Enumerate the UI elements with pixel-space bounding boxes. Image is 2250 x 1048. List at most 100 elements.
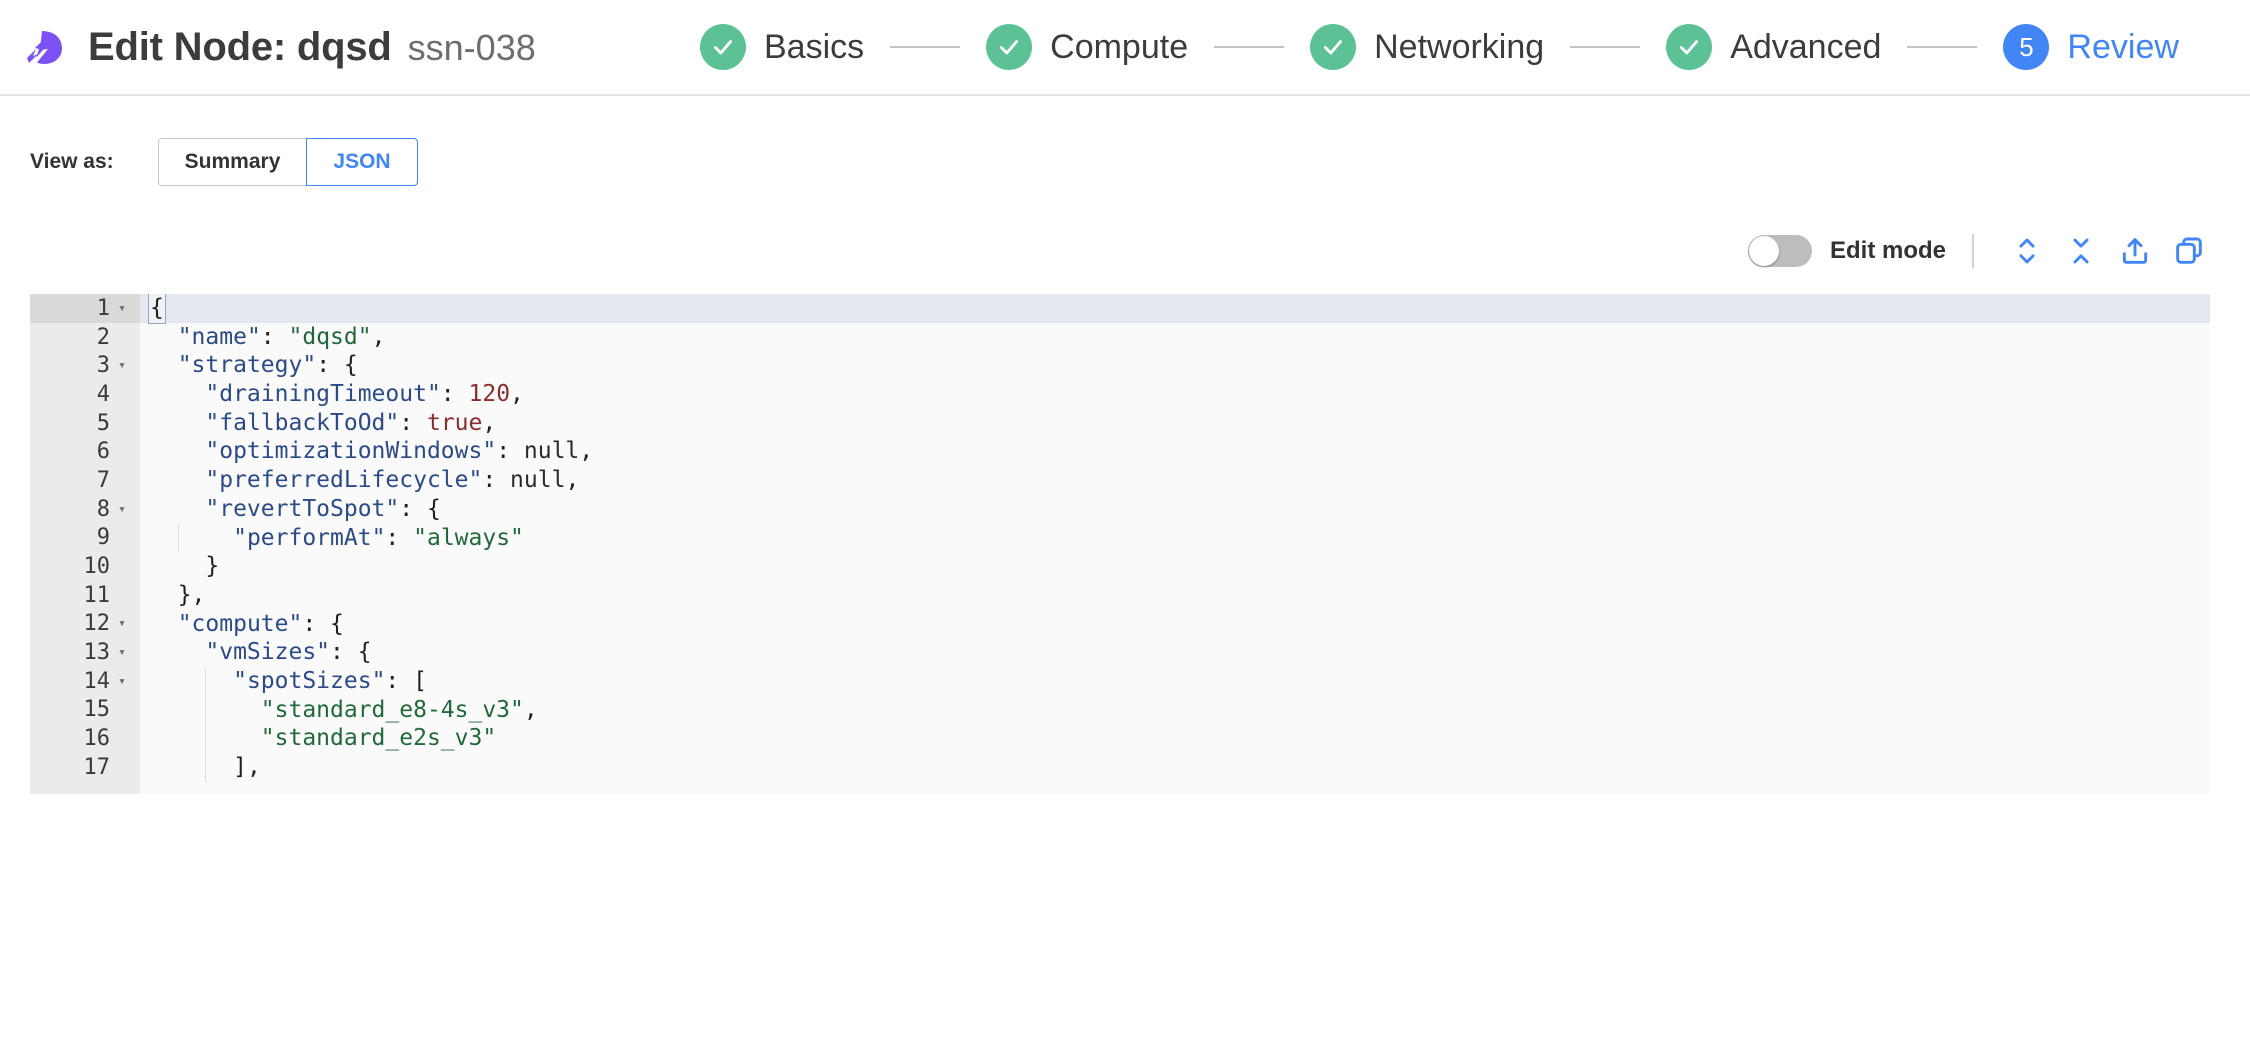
json-token-key: "strategy" (177, 352, 317, 379)
stepper-step-compute[interactable]: Compute (986, 24, 1188, 70)
json-code-editor[interactable]: 1▾2▾3▾4▾5▾6▾7▾8▾9▾10▾11▾12▾13▾14▾15▾16▾1… (30, 294, 2210, 794)
json-token-str: "standard_e2s_v3" (260, 725, 497, 752)
fold-toggle-icon[interactable]: ▾ (118, 645, 126, 661)
view-as-json-button[interactable]: JSON (306, 138, 418, 186)
json-token-punc: : (260, 323, 289, 350)
page-header: Edit Node: dqsd ssn-038 Basics Compute N… (0, 0, 2250, 96)
step-status-check-icon (1310, 24, 1357, 70)
stepper-step-networking[interactable]: Networking (1310, 24, 1544, 70)
json-token-punc: , (482, 409, 497, 436)
fold-toggle-icon[interactable]: ▾ (118, 501, 126, 517)
stepper-connector (1570, 46, 1641, 48)
json-token-bool: true (426, 409, 483, 436)
editor-code-line: } (150, 552, 2210, 581)
json-token-punc: : { (399, 495, 441, 522)
editor-line-number: 3▾ (30, 351, 140, 380)
editor-toolbar: Edit mode (0, 230, 2250, 272)
editor-code-line: "standard_e2s_v3" (150, 724, 2210, 753)
page-title-subtitle: ssn-038 (407, 26, 536, 68)
json-token-punc: : (440, 381, 469, 408)
copy-icon[interactable] (2162, 230, 2216, 272)
editor-code-line: "strategy": { (150, 351, 2210, 380)
stepper-label-advanced: Advanced (1730, 27, 1882, 66)
json-token-key: "revertToSpot" (205, 495, 400, 522)
editor-code-area[interactable]: { "name": "dqsd", "strategy": { "drainin… (140, 294, 2210, 794)
editor-line-number: 10▾ (83, 554, 111, 580)
editor-line-number: 17▾ (83, 754, 111, 780)
json-token-key: "spotSizes" (233, 667, 386, 694)
json-token-null: null (510, 467, 566, 494)
view-as-row: View as: Summary JSON (0, 138, 2250, 186)
editor-line-number: 14▾ (30, 667, 140, 696)
edit-mode-label: Edit mode (1829, 237, 1946, 264)
fold-toggle-icon[interactable]: ▾ (118, 673, 126, 689)
json-token-key: "compute" (177, 610, 303, 637)
step-status-check-icon (986, 24, 1033, 70)
fold-toggle-icon[interactable]: ▾ (118, 616, 126, 632)
editor-line-number: 12▾ (30, 610, 140, 639)
export-icon[interactable] (2108, 230, 2162, 272)
page-title-text: Edit Node: dqsd (88, 24, 392, 69)
json-token-key: "name" (177, 323, 261, 350)
editor-cursor-bracket: { (148, 294, 166, 324)
editor-line-number: 8▾ (30, 495, 140, 524)
json-token-punc: }, (177, 581, 206, 608)
view-as-summary-button[interactable]: Summary (157, 138, 307, 186)
stepper-label-compute: Compute (1050, 27, 1189, 66)
editor-code-line: "spotSizes": [ (150, 667, 2210, 696)
json-token-str: "dqsd" (288, 323, 372, 350)
editor-line-number: 4▾ (96, 381, 110, 407)
editor-line-number: 15▾ (83, 697, 111, 723)
json-token-punc: : (399, 409, 427, 436)
json-token-punc: : [ (385, 667, 427, 694)
json-token-key: "preferredLifecycle" (205, 467, 483, 494)
editor-line-number: 11▾ (83, 582, 111, 608)
json-token-punc: ], (233, 754, 261, 780)
json-token-punc: , (510, 381, 524, 408)
editor-code-line: "fallbackToOd": true, (150, 409, 2210, 438)
toolbar-divider (1972, 234, 1974, 268)
editor-code-line: "vmSizes": { (150, 638, 2210, 667)
stepper-step-advanced[interactable]: Advanced (1666, 24, 1881, 70)
collapse-all-icon[interactable] (2054, 230, 2108, 272)
stepper-label-review: Review (2067, 27, 2179, 66)
json-token-key: "optimizationWindows" (205, 438, 497, 465)
step-number-badge: 5 (2003, 24, 2050, 70)
stepper-label-basics: Basics (764, 27, 865, 66)
editor-code-line: "drainingTimeout": 120, (150, 380, 2210, 409)
editor-line-number: 16▾ (83, 726, 111, 752)
step-number: 5 (2019, 32, 2034, 62)
editor-line-number-gutter[interactable]: 1▾2▾3▾4▾5▾6▾7▾8▾9▾10▾11▾12▾13▾14▾15▾16▾1… (30, 294, 140, 794)
json-token-punc: : (482, 467, 511, 494)
json-token-key: "fallbackToOd" (205, 409, 400, 436)
expand-all-icon[interactable] (2000, 230, 2054, 272)
editor-line-number: 9▾ (96, 525, 110, 551)
json-token-str: "always" (413, 524, 524, 551)
stepper-label-networking: Networking (1374, 27, 1545, 66)
json-token-key: "performAt" (233, 524, 386, 551)
json-token-punc: : { (302, 610, 344, 637)
editor-line-number: 7▾ (96, 467, 110, 493)
stepper-step-review[interactable]: 5 Review (2003, 24, 2179, 70)
step-status-check-icon (1666, 24, 1713, 70)
stepper-connector (890, 46, 961, 48)
editor-code-line: "preferredLifecycle": null, (150, 466, 2210, 495)
json-token-key: "vmSizes" (205, 639, 331, 666)
editor-line-number: 5▾ (96, 410, 110, 436)
edit-mode-toggle[interactable] (1747, 235, 1812, 267)
view-as-label: View as: (30, 150, 114, 173)
edit-mode-toggle-knob (1748, 236, 1779, 266)
stepper-step-basics[interactable]: Basics (700, 24, 864, 70)
editor-code-line: ], (150, 753, 2210, 782)
json-token-key: "drainingTimeout" (205, 381, 441, 408)
editor-line-number: 13▾ (30, 638, 140, 667)
view-as-toggle-group: Summary JSON (157, 138, 418, 186)
wizard-stepper: Basics Compute Networking Advanced (700, 0, 2179, 94)
editor-code-line: }, (150, 581, 2210, 610)
editor-code-line: "compute": { (150, 610, 2210, 639)
json-token-str: "standard_e8-4s_v3" (260, 696, 524, 723)
json-token-punc: : (496, 438, 524, 465)
fold-toggle-icon[interactable]: ▾ (118, 358, 126, 374)
fold-toggle-icon[interactable]: ▾ (118, 300, 126, 316)
json-token-punc: , (565, 467, 580, 494)
